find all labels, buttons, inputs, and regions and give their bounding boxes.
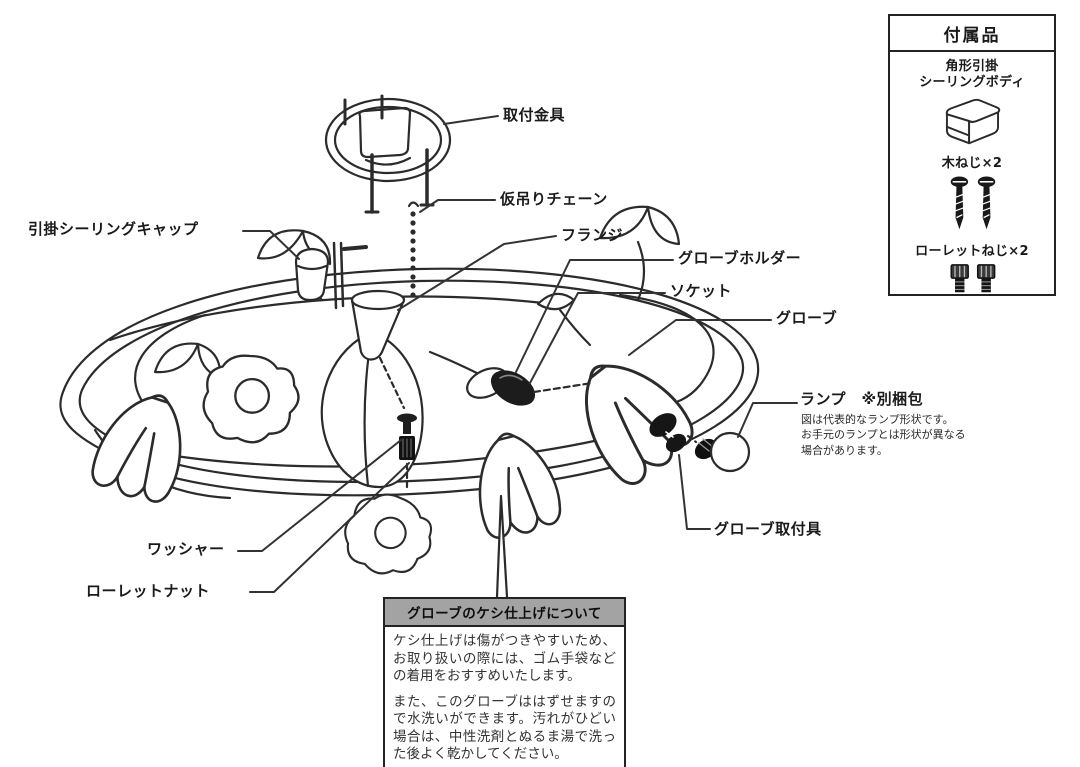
label-socket: ソケット [670,282,733,300]
label-flange: フランジ [561,226,624,244]
wood-screw-icon [950,176,996,229]
accessory-ceiling-body-label-line1: 角形引掛 [945,59,999,74]
knurled-screw-icon [950,264,996,293]
accessory-wood-screws: 木ねじ×2 [937,156,1007,237]
lamp-drawing [694,431,751,473]
globe-finish-note-paragraph-2: また、このグローブははずせますので水洗いができます。汚れがひどい場合は、中性洗剤… [393,693,616,763]
label-temp-hanging-chain: 仮吊りチェーン [500,190,608,208]
chain-drawing [407,201,420,298]
note-box-pointer [495,494,509,599]
mounting-bracket-drawing [324,94,452,214]
label-hook-ceiling-cap: 引掛シーリングキャップ [28,220,199,238]
globe-finish-note-title: グローブのケシ仕上げについて [385,599,624,627]
flange-drawing [350,289,406,410]
accessory-ceiling-body-label-line2: シーリングボディ [919,75,1025,91]
accessory-knurled-screws: ローレットねじ×2 [915,244,1029,297]
globe-finish-note-box: グローブのケシ仕上げについて ケシ仕上げは傷がつきやすいため、お取り扱いの際には… [383,597,626,767]
globe-fixture-drawing [649,413,698,453]
label-lamp: ランプ ※別梱包 [800,390,924,408]
label-globe-fixture: グローブ取付具 [714,520,822,538]
accessory-wood-screws-label: 木ねじ×2 [941,155,1003,171]
accessories-box-title: 付属品 [890,16,1054,52]
label-mounting-bracket: 取付金具 [503,106,566,124]
accessories-box: 付属品 角形引掛 シーリングボディ 木ねじ×2 [888,14,1056,296]
leader-lines [237,115,798,593]
accessory-knurled-screws-label: ローレットねじ×2 [915,243,1029,259]
label-globe-holder: グローブホルダー [678,249,802,267]
ceiling-body-icon [945,98,1001,144]
ceiling-cap-drawing [294,241,368,310]
socket-drawing [466,367,594,406]
label-knurled-nut: ローレットナット [86,582,211,600]
globe-finish-note-paragraph-1: ケシ仕上げは傷がつきやすいため、お取り扱いの際には、ゴム手袋などの着用をおすすめ… [393,633,616,685]
washer-nut-drawing [397,413,417,489]
label-lamp-note: 図は代表的なランプ形状です。 お手元のランプとは形状が異なる 場合があります。 [801,413,966,457]
globe-finish-note-body: ケシ仕上げは傷がつきやすいため、お取り扱いの際には、ゴム手袋などの着用をおすすめ… [385,627,624,767]
accessory-ceiling-body: 角形引掛 シーリングボディ [919,59,1025,149]
label-washer: ワッシャー [147,540,225,558]
label-globe: グローブ [776,309,838,327]
